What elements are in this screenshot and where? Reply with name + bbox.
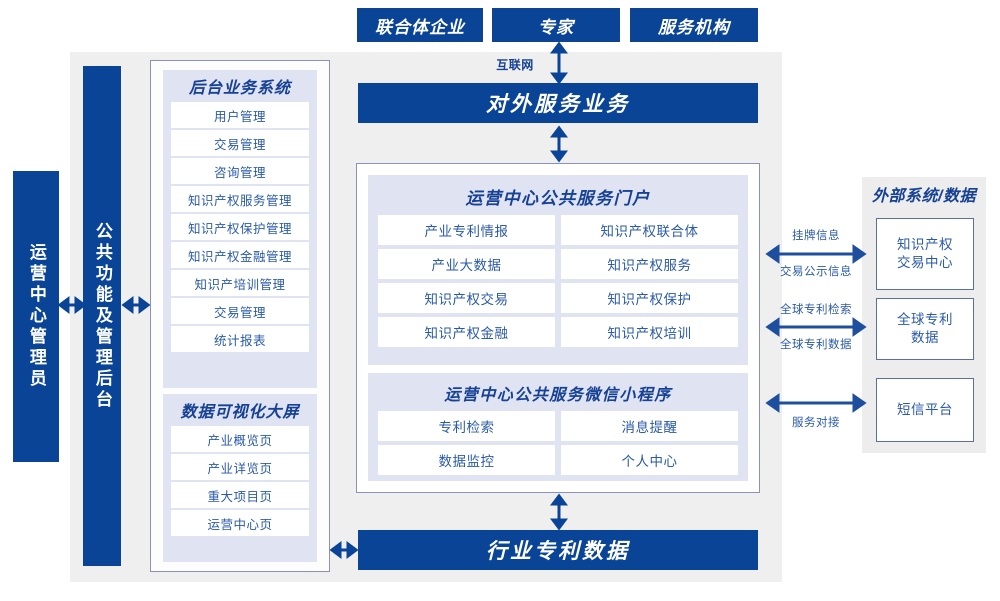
service-to-portal-arrow (546, 125, 572, 163)
backend-item[interactable]: 知识产权保护管理 (171, 214, 309, 240)
backend-group-title: 后台业务系统 (188, 80, 291, 97)
dashboard-item[interactable]: 运营中心页 (171, 510, 309, 536)
card-to-data-arrow (329, 541, 359, 559)
external-connector-3-label-below: 服务对接 (792, 417, 840, 429)
miniprogram-group: 运营中心公共服务微信小程序 专利检索消息提醒数据监控个人中心 (368, 373, 748, 481)
portal-item[interactable]: 知识产权交易 (378, 283, 555, 313)
industry-patent-data-bar[interactable]: 行业专利数据 (358, 530, 758, 570)
backend-item[interactable]: 交易管理 (171, 298, 309, 324)
dashboard-group-title: 数据可视化大屏 (180, 404, 300, 421)
backend-item[interactable]: 统计报表 (171, 326, 309, 352)
external-connector-2-arrow (765, 317, 867, 337)
miniprogram-item[interactable]: 专利检索 (378, 411, 555, 441)
portal-to-data-arrow (546, 493, 572, 531)
rail-backend-to-card-arrow (121, 296, 151, 314)
dashboard-item[interactable]: 产业概览页 (171, 426, 309, 452)
miniprogram-group-title: 运营中心公共服务微信小程序 (444, 387, 672, 404)
portal-group: 运营中心公共服务门户 产业专利情报知识产权联合体产业大数据知识产权服务知识产权交… (368, 175, 748, 365)
backend-item[interactable]: 知识产权金融管理 (171, 242, 309, 268)
external-box-global-patent-data[interactable]: 全球专利数据 (876, 298, 974, 360)
external-box-label: 短信平台 (897, 401, 953, 417)
dashboard-group: 数据可视化大屏 产业概览页产业详览页重大项目页运营中心页 (163, 394, 317, 562)
portal-item[interactable]: 知识产权保护 (561, 283, 738, 313)
backend-item[interactable]: 用户管理 (171, 102, 309, 128)
portal-item[interactable]: 产业大数据 (378, 249, 555, 279)
external-connector-1-label-above: 挂牌信息 (792, 230, 840, 242)
miniprogram-item-grid: 专利检索消息提醒数据监控个人中心 (378, 411, 738, 475)
portal-item[interactable]: 知识产权培训 (561, 317, 738, 347)
rail-operation-center-admin[interactable]: 运营中心管理员 (13, 171, 59, 462)
miniprogram-item[interactable]: 数据监控 (378, 445, 555, 475)
backend-item-list: 用户管理交易管理咨询管理知识产权服务管理知识产权保护管理知识产权金融管理知识产培… (171, 102, 309, 352)
actor-box-consortium[interactable]: 联合体企业 (357, 8, 483, 42)
miniprogram-item[interactable]: 消息提醒 (561, 411, 738, 441)
actor-box-expert[interactable]: 专家 (492, 8, 620, 42)
dashboard-item-list: 产业概览页产业详览页重大项目页运营中心页 (171, 426, 309, 536)
portal-item[interactable]: 知识产权联合体 (561, 215, 738, 245)
external-box-sms-platform[interactable]: 短信平台 (876, 378, 974, 442)
rail-common-function-backend[interactable]: 公共功能及管理后台 (83, 66, 121, 566)
rail-admin-to-backend-arrow (57, 296, 87, 314)
portal-item[interactable]: 产业专利情报 (378, 215, 555, 245)
backend-item[interactable]: 知识产权服务管理 (171, 186, 309, 212)
dashboard-item[interactable]: 产业详览页 (171, 454, 309, 480)
external-box-label: 全球专利数据 (897, 311, 953, 345)
external-connector-2-label-below: 全球专利数据 (780, 339, 852, 351)
portal-group-title: 运营中心公共服务门户 (465, 189, 651, 208)
portal-item[interactable]: 知识产权服务 (561, 249, 738, 279)
internet-connector-arrow (546, 41, 572, 85)
internet-label: 互联网 (496, 58, 534, 72)
dashboard-item[interactable]: 重大项目页 (171, 482, 309, 508)
portal-item-grid: 产业专利情报知识产权联合体产业大数据知识产权服务知识产权交易知识产权保护知识产权… (378, 215, 738, 347)
external-box-label: 知识产权交易中心 (897, 236, 953, 270)
external-connector-1-arrow (765, 244, 867, 264)
backend-group: 后台业务系统 用户管理交易管理咨询管理知识产权服务管理知识产权保护管理知识产权金… (163, 70, 317, 388)
miniprogram-item[interactable]: 个人中心 (561, 445, 738, 475)
external-panel-title: 外部系统/数据 (872, 188, 976, 205)
backend-item[interactable]: 知识产培训管理 (171, 270, 309, 296)
backend-item[interactable]: 咨询管理 (171, 158, 309, 184)
portal-item[interactable]: 知识产权金融 (378, 317, 555, 347)
backend-item[interactable]: 交易管理 (171, 130, 309, 156)
external-connector-2-label-above: 全球专利检索 (780, 304, 852, 316)
external-connector-1-label-below: 交易公示信息 (780, 266, 852, 278)
actor-box-service-org[interactable]: 服务机构 (630, 8, 758, 42)
external-box-ip-exchange[interactable]: 知识产权交易中心 (876, 218, 974, 290)
external-service-bar[interactable]: 对外服务业务 (358, 83, 758, 123)
external-connector-3-arrow (765, 393, 867, 413)
